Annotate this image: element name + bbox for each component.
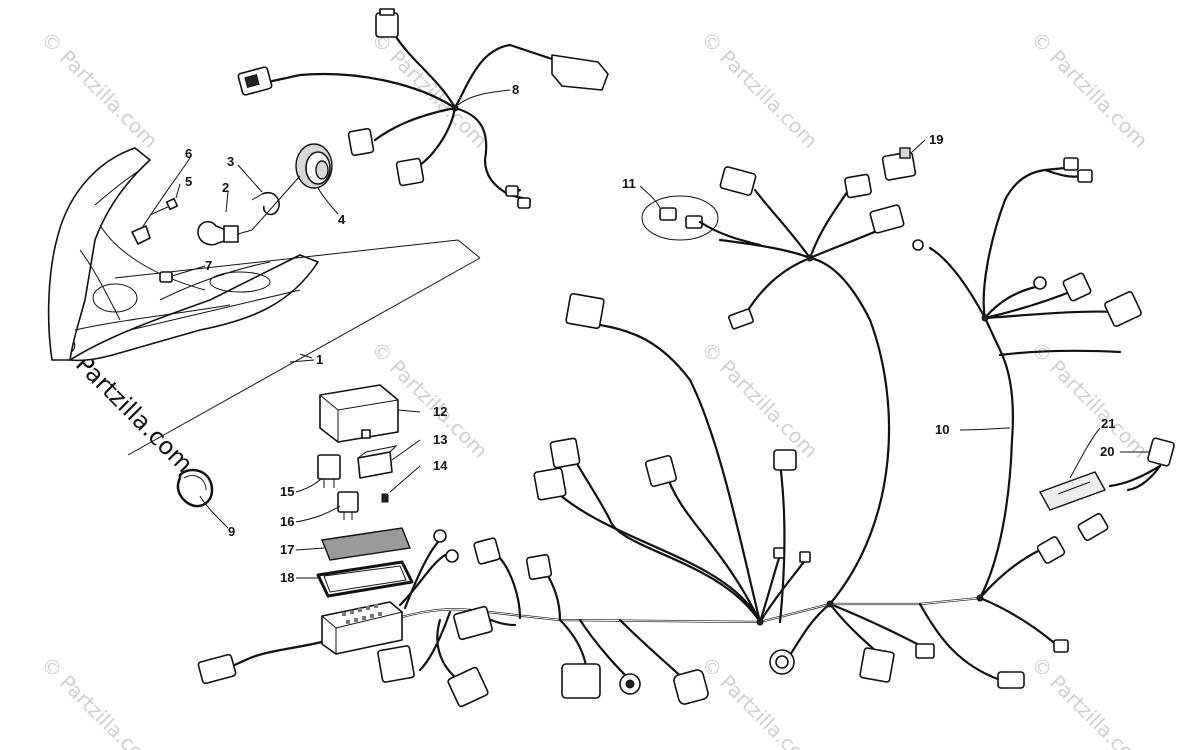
watermark: © Partzilla.com bbox=[1026, 652, 1152, 750]
callout-1: 1 bbox=[316, 352, 323, 367]
bulb-boot bbox=[251, 143, 333, 231]
callout-5: 5 bbox=[185, 174, 192, 189]
main-harness bbox=[226, 166, 1122, 687]
callout-19: 19 bbox=[929, 132, 943, 147]
relay-13 bbox=[357, 445, 398, 479]
callout-18: 18 bbox=[280, 570, 294, 585]
watermark: © Partzilla.com bbox=[696, 27, 822, 153]
fuse-label bbox=[321, 527, 411, 561]
bulb-retainer-clip bbox=[251, 191, 280, 216]
headlight-harness bbox=[237, 8, 609, 209]
callout-3: 3 bbox=[227, 154, 234, 169]
callout-20: 20 bbox=[1100, 444, 1114, 459]
callout-10: 10 bbox=[935, 422, 949, 437]
callout-labels: 1 2 3 4 5 6 7 8 9 10 11 12 13 14 15 16 1… bbox=[185, 82, 1115, 585]
lock-ring bbox=[176, 468, 214, 508]
fuse-box-gasket bbox=[316, 560, 414, 598]
callout-13: 13 bbox=[433, 432, 447, 447]
callout-6: 6 bbox=[185, 146, 192, 161]
speed-nut bbox=[131, 225, 151, 245]
headlight-bulb bbox=[197, 220, 253, 246]
callout-2: 2 bbox=[222, 180, 229, 195]
callout-12: 12 bbox=[433, 404, 447, 419]
callout-15: 15 bbox=[280, 484, 294, 499]
relay bbox=[317, 454, 341, 488]
watermark: © Partzilla.com bbox=[36, 652, 162, 750]
headlight-assembly-bracket bbox=[114, 239, 481, 456]
callout-21: 21 bbox=[1101, 416, 1115, 431]
fuse bbox=[381, 493, 389, 503]
watermark: © Partzilla.com bbox=[696, 652, 822, 750]
clip bbox=[159, 271, 173, 283]
callout-17: 17 bbox=[280, 542, 294, 557]
headlight-housing bbox=[47, 147, 319, 362]
relay-16 bbox=[337, 491, 359, 520]
callout-14: 14 bbox=[433, 458, 448, 473]
callout-8: 8 bbox=[512, 82, 519, 97]
callout-7: 7 bbox=[205, 258, 212, 273]
callout-4: 4 bbox=[338, 212, 346, 227]
callout-16: 16 bbox=[280, 514, 294, 529]
watermark: © Partzilla.com bbox=[36, 27, 162, 153]
callout-9: 9 bbox=[228, 524, 235, 539]
fuse-box-cover bbox=[319, 384, 399, 443]
screw bbox=[149, 197, 179, 216]
callout-11: 11 bbox=[622, 176, 636, 191]
harness-connectors bbox=[197, 147, 1175, 708]
fuse-box bbox=[321, 601, 403, 655]
watermark: © Partzilla.com bbox=[1026, 27, 1152, 153]
callout-leaders bbox=[141, 89, 1150, 579]
